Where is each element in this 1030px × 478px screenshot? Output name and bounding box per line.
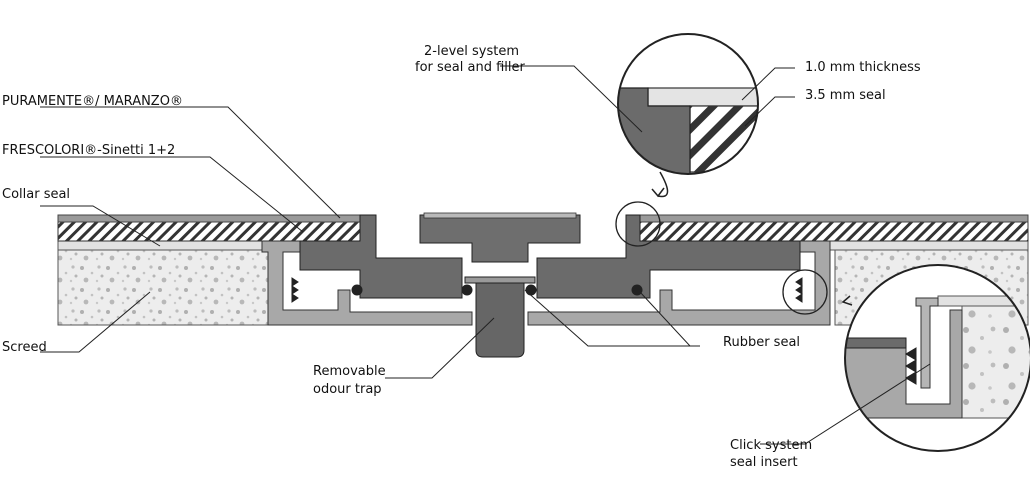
channel-right xyxy=(527,240,831,326)
arrow-to-top-detail xyxy=(657,171,669,198)
magnifier-circle-top xyxy=(617,33,759,175)
screed-left xyxy=(57,249,269,326)
arrowhead-top xyxy=(651,187,665,198)
label-two-level-1: 2-level system xyxy=(424,44,520,59)
detail-marker-bottom xyxy=(782,269,828,315)
label-rubber-seal: Rubber seal xyxy=(723,335,801,350)
label-two-level-2: for seal and filler xyxy=(415,60,525,75)
cover-strip-right xyxy=(625,214,1029,223)
label-odour-2: odour trap xyxy=(313,382,382,397)
cover-strip-left xyxy=(57,214,377,223)
label-click-2: seal insert xyxy=(730,455,798,470)
detail-marker-top xyxy=(615,201,661,247)
rubber-seal-ring-2 xyxy=(461,284,473,296)
collar-seal-left xyxy=(57,240,291,251)
rubber-seal-ring-1 xyxy=(351,284,363,296)
drain-body-left xyxy=(299,214,463,299)
odour-trap-rim xyxy=(464,276,536,284)
label-screed: Screed xyxy=(2,340,47,355)
magnifier-circle-bottom xyxy=(844,264,1030,452)
label-frescolori: FRESCOLORI®-Sinetti 1+2 xyxy=(2,143,176,158)
label-click-1: Click system xyxy=(730,438,813,453)
magnified-detail-top xyxy=(618,34,758,174)
tile-layer-right xyxy=(639,221,1029,242)
rubber-seal-ring-4 xyxy=(631,284,643,296)
label-collar-seal: Collar seal xyxy=(2,187,71,202)
grate-cover xyxy=(419,214,581,263)
channel-left xyxy=(261,240,473,326)
click-seal-insert-left xyxy=(291,277,299,303)
drain-body-right xyxy=(536,214,801,299)
tile-layer-left xyxy=(57,221,361,242)
label-seal-35: 3.5 mm seal xyxy=(805,88,886,103)
leader-lines xyxy=(40,65,931,445)
label-thickness: 1.0 mm thickness xyxy=(805,60,921,75)
collar-seal-right xyxy=(817,240,1029,251)
odour-trap xyxy=(475,282,525,358)
grate-top-strip xyxy=(423,212,577,219)
rubber-seal-ring-3 xyxy=(525,284,537,296)
magnified-detail-bottom xyxy=(845,265,1030,451)
click-seal-insert-right xyxy=(795,277,803,303)
arrowhead-bottom xyxy=(841,295,853,306)
label-puramente: PURAMENTE®/ MARANZO® xyxy=(2,94,183,109)
label-odour-1: Removable xyxy=(313,364,386,379)
